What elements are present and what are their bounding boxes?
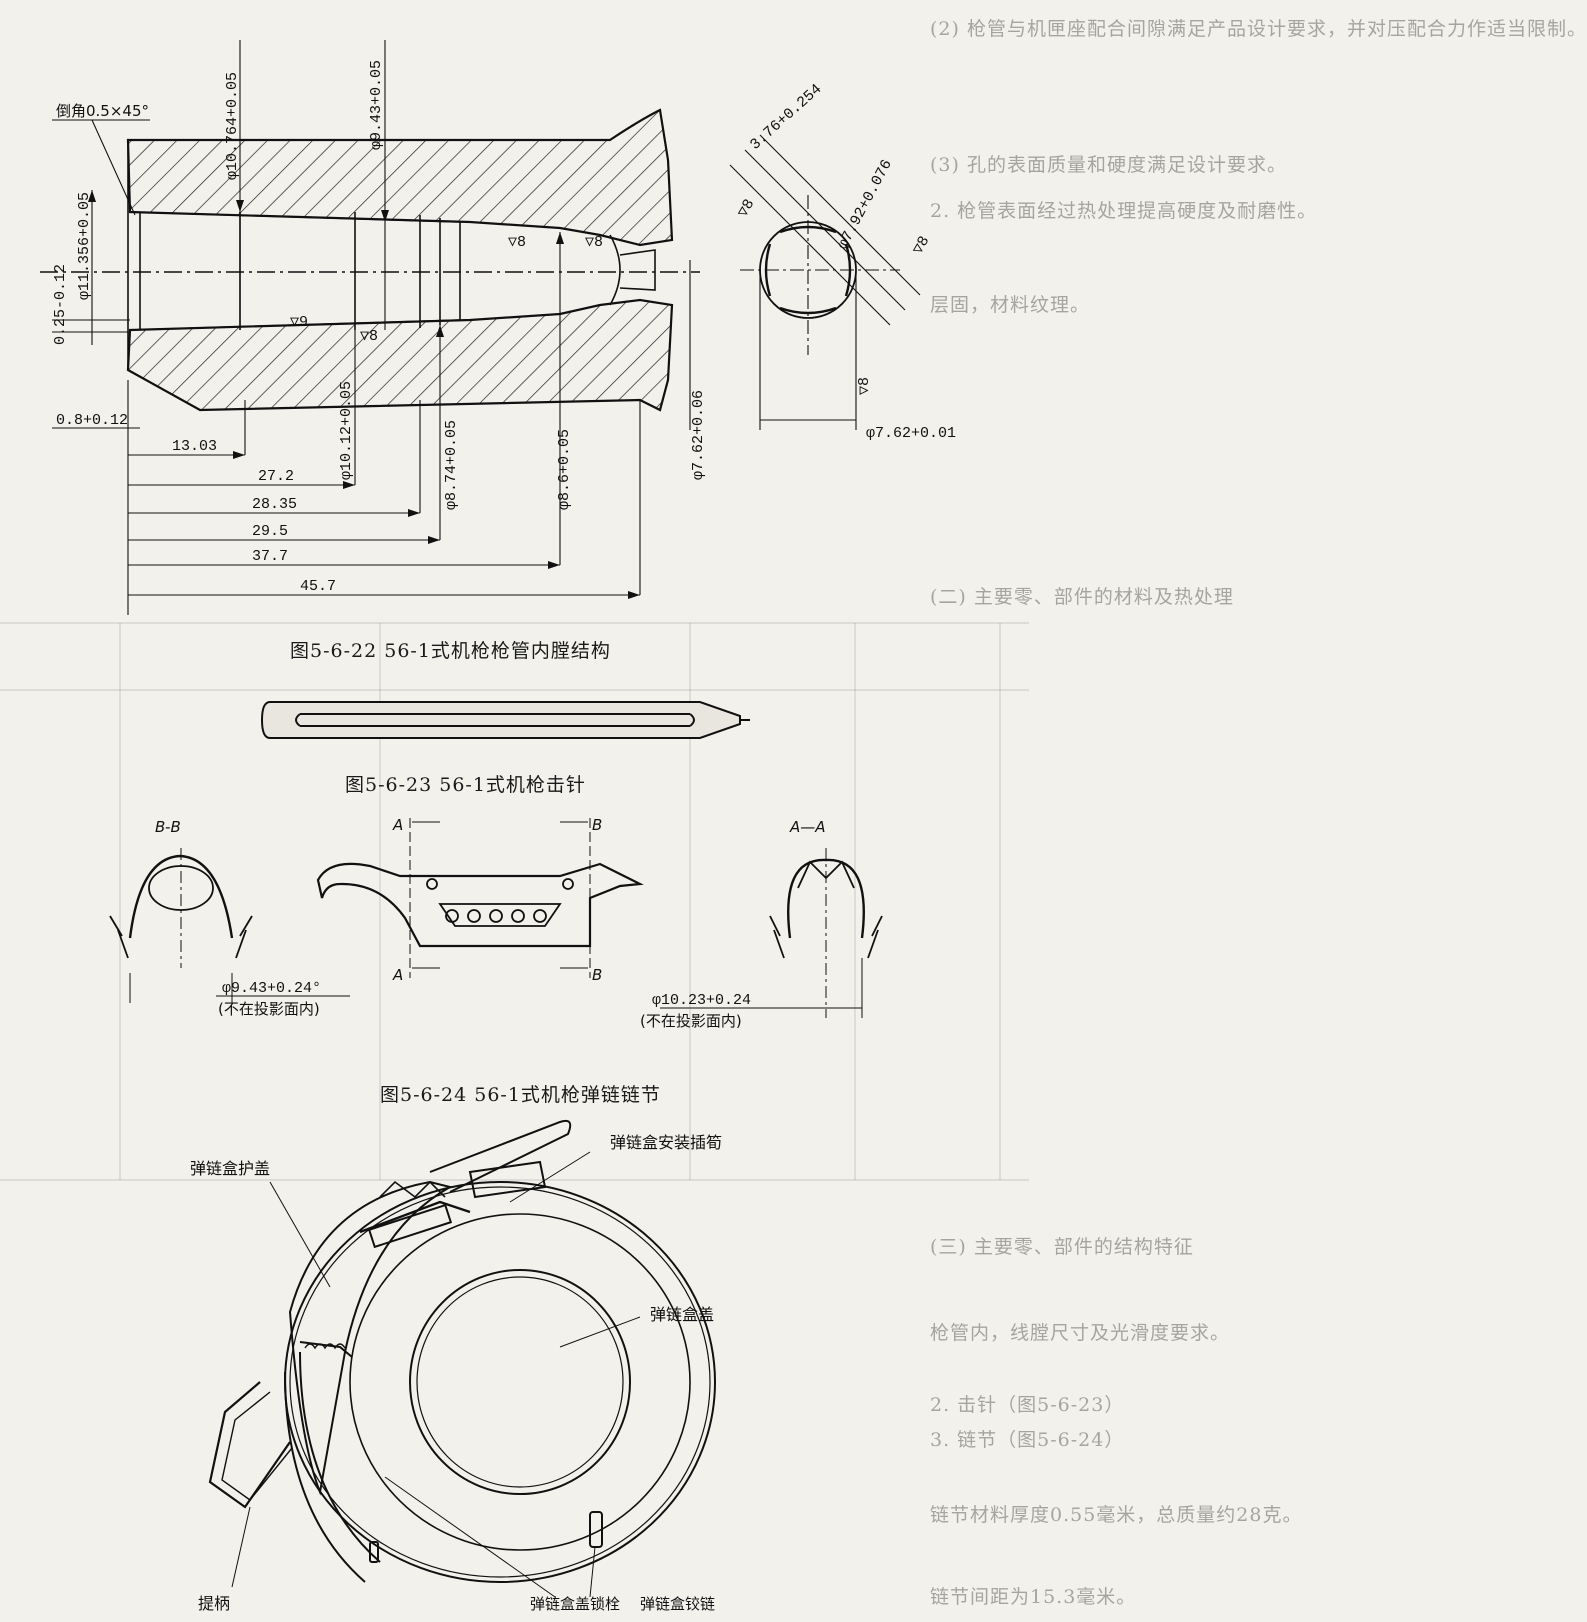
bg-line-7: 枪管内，线膛尺寸及光滑度要求。 (930, 1322, 1231, 1344)
dim-d10764: φ10.764+0.05 (224, 72, 241, 180)
finish-8-d: ▽8 (735, 196, 759, 220)
dim-bore: φ7.92+0.076 (834, 157, 896, 252)
bg-line-6: (三) 主要零、部件的结构特征 (930, 1236, 1194, 1258)
link-dia-right: φ10.23+0.24 (652, 992, 751, 1009)
view-a-top: A (392, 816, 403, 834)
dim-d025: 0.25-0.12 (52, 264, 69, 345)
caption-fig-5-6-24: 图5-6-24 56-1式机枪弹链链节 (380, 1084, 661, 1106)
dim-l295: 29.5 (252, 523, 288, 540)
bg-line-8: 2. 击针（图5-6-23） (930, 1394, 1125, 1416)
bg-line-1: (2) 枪管与机匣座配合间隙满足产品设计要求，并对压配合力作适当限制。 (930, 18, 1587, 40)
dim-d11356: φ11.356+0.05 (76, 192, 93, 300)
label-hinge: 弹链盒铰链 (640, 1595, 715, 1613)
dim-land: φ7.62+0.01 (866, 425, 956, 442)
view-a-bottom: A (392, 966, 403, 984)
dim-d762: φ7.62+0.06 (690, 390, 707, 480)
label-lid-latch: 弹链盒盖锁栓 (530, 1595, 620, 1613)
finish-8-c: ▽8 (585, 234, 603, 251)
finish-8-e: ▽8 (910, 233, 934, 257)
section-bb-label: B-B (155, 818, 181, 836)
finish-8-b: ▽8 (508, 234, 526, 251)
caption-fig-5-6-22: 图5-6-22 56-1式机枪枪管内膛结构 (290, 640, 611, 662)
dim-d86: φ8.6+0.05 (556, 429, 573, 510)
barrel-bore-drawing: 倒角0.5×45° φ10.764+0.05 φ9.43+0.05 φ11.35… (40, 40, 956, 615)
finish-9: ▽9 (290, 314, 308, 331)
section-aa-label: A—A (789, 818, 826, 836)
link-note-left: (不在投影面内) (218, 1000, 320, 1018)
dim-groove: 3.76+0.254 (747, 81, 825, 154)
bore-section-view (729, 134, 921, 430)
dim-d1012: φ10.12+0.05 (338, 381, 355, 480)
bg-line-4: 层固，材料纹理。 (930, 294, 1091, 316)
ammo-box-drawing: 弹链盒护盖 弹链盒安装插筍 弹链盒盖 提柄 弹链盒盖锁栓 弹链盒铰链 (190, 1119, 722, 1613)
finish-8-a: ▽8 (360, 328, 378, 345)
link-dia-left: φ9.43+0.24° (222, 980, 321, 997)
scanned-page: (2) 枪管与机匣座配合间隙满足产品设计要求，并对压配合力作适当限制。 (3) … (0, 18, 1586, 1613)
bg-line-10: 链节材料厚度0.55毫米，总质量约28克。 (930, 1504, 1303, 1526)
barrel-upper-wall (126, 108, 674, 247)
dim-l1303: 13.03 (172, 438, 217, 455)
label-handle: 提柄 (198, 1594, 230, 1613)
finish-8-f: ▽8 (856, 377, 873, 395)
belt-link-drawing: B-B A B A B A—A φ9.43+0.24° (不在投影面内) φ10… (109, 816, 883, 1030)
firing-pin-drawing (260, 701, 750, 739)
dim-l2835: 28.35 (252, 496, 297, 513)
dim-l272: 27.2 (258, 468, 294, 485)
label-mount-tongue: 弹链盒安装插筍 (610, 1133, 722, 1152)
dim-l377: 37.7 (252, 548, 288, 565)
view-b-top: B (592, 816, 602, 834)
bg-line-5: (二) 主要零、部件的材料及热处理 (930, 586, 1234, 608)
bg-line-2: (3) 孔的表面质量和硬度满足设计要求。 (930, 154, 1287, 176)
view-b-bottom: B (592, 966, 602, 984)
dim-d874: φ8.74+0.05 (443, 420, 460, 510)
label-box-lid: 弹链盒盖 (650, 1305, 714, 1324)
dim-d943: φ9.43+0.05 (368, 60, 385, 150)
chamfer-label: 倒角0.5×45° (56, 102, 149, 120)
caption-fig-5-6-23: 图5-6-23 56-1式机枪击针 (345, 774, 586, 796)
bg-line-9: 3. 链节（图5-6-24） (930, 1429, 1125, 1451)
barrel-lower-wall (126, 298, 674, 412)
dim-l457: 45.7 (300, 578, 336, 595)
label-box-cover: 弹链盒护盖 (190, 1159, 270, 1178)
bg-line-3: 2. 枪管表面经过热处理提高硬度及耐磨性。 (930, 200, 1318, 222)
link-note-right: (不在投影面内) (640, 1012, 742, 1030)
dim-d08: 0.8+0.12 (56, 412, 128, 429)
bg-line-11: 链节间距为15.3毫米。 (930, 1586, 1137, 1608)
